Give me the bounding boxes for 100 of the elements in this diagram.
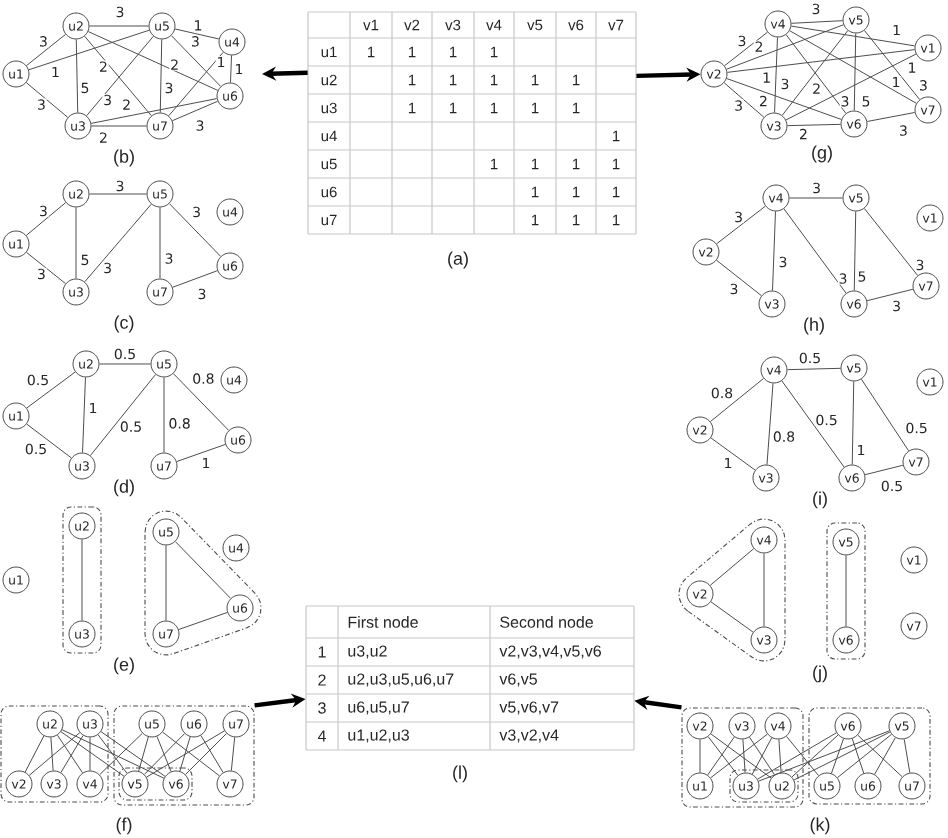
edge-line (24, 735, 45, 773)
group-outline (118, 767, 193, 801)
edge-line (851, 738, 865, 774)
edge-line (178, 611, 228, 630)
node-list: v5,v6,v7 (499, 701, 559, 715)
edge-line (25, 82, 69, 118)
panel-label: (g) (812, 145, 832, 163)
node-list: u2,u3,u5,u6,u7 (348, 673, 454, 687)
edge-line (709, 548, 755, 586)
group-outline (826, 522, 866, 660)
edge-line (171, 100, 219, 122)
edge-line (851, 381, 855, 465)
panel-label: (j) (813, 665, 827, 683)
edge-line (168, 51, 224, 117)
node-list: v2,v3,v4,v5,v6 (499, 645, 601, 659)
group-outline (62, 506, 102, 654)
edge-line (853, 211, 857, 291)
edge-line (61, 729, 165, 779)
edge-line (710, 437, 756, 471)
edge-line (723, 82, 765, 118)
edge-line (710, 378, 764, 422)
edge-line (726, 49, 916, 73)
edge-line (710, 601, 754, 633)
edge-line (791, 734, 839, 778)
edge-line (837, 733, 892, 779)
group-outline (808, 707, 931, 805)
edge-line (146, 730, 225, 778)
edge-line (793, 731, 891, 781)
edge-line (757, 732, 837, 780)
edge-line (786, 735, 819, 777)
edge-line (159, 207, 161, 279)
edge-line (163, 377, 165, 453)
edge-line (758, 730, 890, 782)
edge-line (790, 25, 916, 47)
edge-line (789, 30, 917, 104)
panel-label: (a) (448, 251, 468, 269)
edge-line (185, 733, 227, 775)
panel-label: (k) (810, 817, 830, 835)
edge-line (716, 259, 762, 297)
edge-line (787, 123, 841, 127)
group-outline (729, 769, 799, 803)
edge-line (716, 205, 766, 245)
panel-label: (b) (114, 149, 134, 167)
edge-line (25, 202, 67, 236)
edge-line (156, 736, 172, 772)
edge-line (26, 33, 66, 67)
table (305, 605, 635, 751)
edge-line (783, 208, 847, 294)
row-number: 4 (317, 730, 326, 742)
node-list: v6,v5 (499, 673, 537, 687)
edge-line (830, 738, 845, 774)
node-list: u3,u2 (348, 645, 387, 659)
edge-line (89, 193, 147, 195)
edge-line (165, 545, 167, 621)
group-outline (681, 707, 804, 808)
edge-line (162, 731, 220, 777)
panel-label: (h) (804, 317, 824, 335)
table (307, 11, 637, 235)
edge-line (172, 373, 230, 431)
edge-line (89, 374, 157, 456)
group-outline (0, 705, 109, 803)
row-number: 2 (318, 674, 326, 686)
edge-line (97, 734, 128, 774)
panel-label: (l) (453, 765, 467, 783)
edge-line (857, 734, 903, 778)
edge-line (230, 736, 236, 772)
edge-line (866, 288, 914, 302)
edge-line (144, 733, 186, 775)
edge-line (863, 208, 919, 276)
edge-line (75, 207, 77, 279)
edge-line (50, 736, 54, 771)
edge-line (99, 363, 151, 365)
row-number: 3 (318, 702, 326, 714)
edge-line (26, 251, 66, 285)
row-number: 1 (318, 646, 326, 658)
node-list: u6,u5,u7 (348, 701, 409, 715)
edge-line (89, 25, 149, 27)
edge-line (75, 39, 79, 113)
edge-line (84, 203, 152, 283)
edge-line (864, 464, 904, 476)
edge-line (174, 541, 232, 599)
edge-line (787, 367, 841, 371)
group-outline (113, 705, 255, 806)
edge-line (724, 31, 768, 67)
node-list: u1,u2,u3 (348, 729, 409, 743)
panel-label: (d) (114, 479, 134, 497)
edge-line (60, 731, 125, 777)
edge-line (99, 732, 143, 776)
edge-line (789, 197, 843, 199)
edge-line (100, 731, 166, 777)
edge-line (87, 31, 219, 91)
column-header: First node (348, 616, 418, 628)
group-outline (144, 510, 262, 656)
edge-line (26, 423, 72, 459)
edge-line (726, 78, 842, 120)
edge-line (763, 553, 765, 627)
edge-line (89, 737, 91, 771)
edge-line (168, 203, 222, 257)
edge-line (90, 98, 218, 124)
edge-line (903, 738, 911, 774)
